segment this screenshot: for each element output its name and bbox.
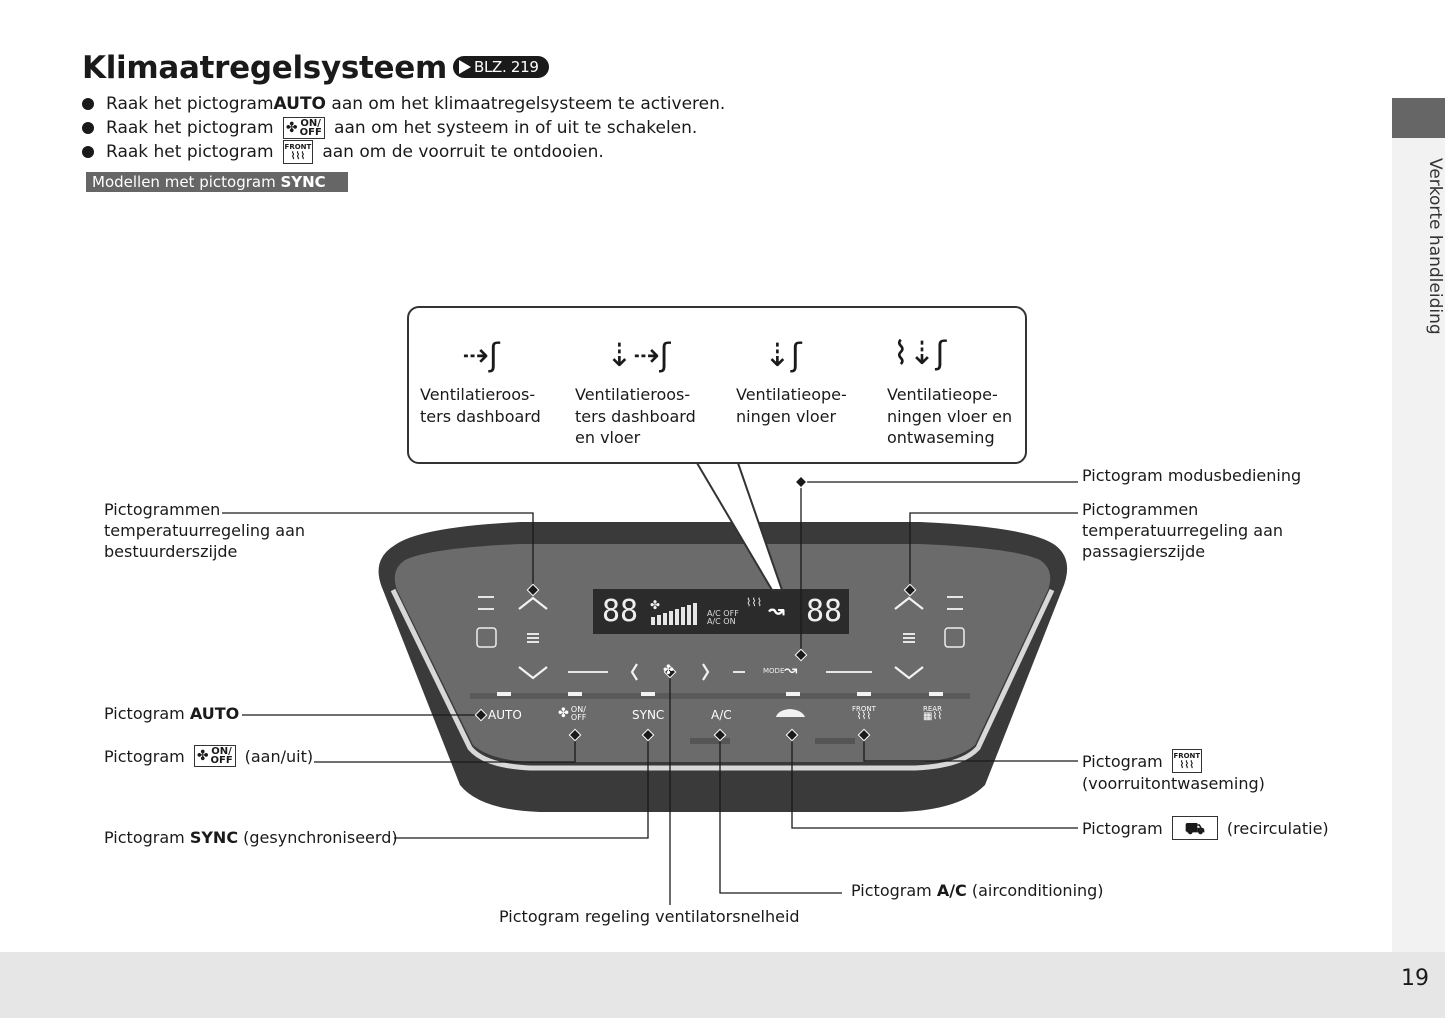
driver-temp-down-icon [518,666,548,680]
callout-mode: Pictogram modusbediening [1082,466,1302,485]
model-badge: Modellen met pictogram SYNC [86,172,348,192]
leader-recirc [791,735,1078,829]
leader-sync [394,735,649,839]
sync-button[interactable]: SYNC [632,708,665,722]
fan-on-off-icon: ✤ON/ OFF [193,745,236,767]
popover-pointer [696,462,784,591]
callout-auto: Pictogram AUTO [104,704,240,723]
bullet-icon [82,122,94,134]
driver-temp-display: 88 [602,594,639,629]
callout-ac: Pictogram A/C (airconditioning) [851,881,1104,900]
leader-onoff [314,735,576,763]
callout-fan-speed: Pictogram regeling ventilatorsnelheid [499,907,800,926]
fan-speed-icon[interactable]: ✤ [663,663,674,678]
leader-temp-pass [909,512,1078,590]
list-item: Raak het pictogram FRONT⌇⌇⌇ aan om de vo… [82,140,725,164]
recirculation-icon: ⛟ [1171,816,1218,840]
bullet-icon [82,98,94,110]
arrow-right-icon [458,59,471,74]
instruction-list: Raak het pictogram AUTO aan om het klima… [82,92,725,164]
display-screen [593,589,849,634]
driver-temp-up-icon [518,596,548,610]
front-defrost-icon: FRONT⌇⌇⌇ [282,140,313,164]
chrome-strip [390,588,1055,771]
passenger-temp-up-icon [894,596,924,610]
driver-seat-heater-icon [476,627,497,648]
fan-decrease-icon [630,663,638,681]
vent-dashboard-floor-icon: ⇣⇢ʃ [606,336,671,374]
mode-button-icon[interactable]: ↝ [784,660,798,679]
side-tab-marker [1392,98,1445,138]
button-ledge [470,693,970,699]
vent-dashboard-icon: ⇢ʃ [462,336,500,374]
list-item: Raak het pictogram ✤ON/ OFF aan om het s… [82,116,725,140]
mode-options-popover [407,306,1027,464]
auto-button[interactable]: AUTO [488,708,522,722]
ac-button[interactable]: A/C [711,708,732,722]
panel-face [394,544,1051,762]
page-reference-link[interactable]: BLZ. 219 [452,55,549,78]
side-strip [1392,138,1445,953]
section-side-label: Verkorte handleiding [1425,157,1445,335]
leader-temp-driver [222,512,534,590]
vent-floor-icon: ⇣ʃ [764,336,802,374]
callout-sync: Pictogram SYNC (gesynchroniseerd) [104,828,398,847]
on-off-button[interactable]: ✤ON/ OFF [558,705,587,722]
vent-floor-defrost-icon: ⌇⇣ʃ [893,334,947,372]
display-defrost-icon: ⌇⌇⌇ [746,596,763,609]
passenger-temp-down-icon [894,666,924,680]
mode-label: MODE [763,667,785,675]
fan-increase-icon [702,663,710,681]
mode-item-dashboard: Ventilatieroos-ters dashboard [420,385,541,426]
footer-bar [0,952,1445,1018]
passenger-seat-heater-icon [944,627,965,648]
fan-icon: ✤ [558,706,569,721]
bullet-icon [82,146,94,158]
leader-front [863,735,1078,762]
callout-front-defrost: Pictogram FRONT⌇⌇⌇ (voorruitontwaseming) [1082,749,1265,794]
callout-on-off: Pictogram ✤ON/ OFF (aan/uit) [104,745,314,767]
fan-level-bars [651,603,697,625]
leader-ac [719,735,842,894]
front-defrost-button[interactable]: FRONT⌇⌇⌇ [852,705,876,722]
rear-defrost-button[interactable]: REAR▦⌇⌇ [923,705,943,722]
mode-item-floor: Ventilatieope-ningen vloer [736,385,847,426]
front-defrost-icon: FRONT⌇⌇⌇ [1171,749,1202,773]
page-number: 19 [1401,966,1429,991]
list-item: Raak het pictogram AUTO aan om het klima… [82,92,725,116]
callout-recirculation: Pictogram ⛟ (recirculatie) [1082,816,1329,840]
fan-display-icon: ✤ [650,598,661,612]
display-mode-icon: ↝ [768,598,785,622]
passenger-temp-display: 88 [806,594,843,629]
fan-on-off-icon: ✤ON/ OFF [282,117,325,139]
recirculation-icon [776,709,805,717]
